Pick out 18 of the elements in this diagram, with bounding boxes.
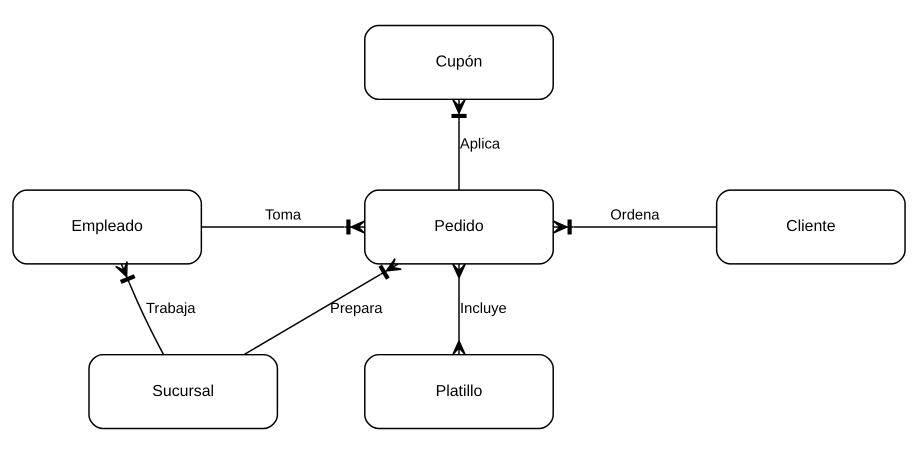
node-box: Empleado	[12, 189, 202, 265]
edge-label: Incluye	[460, 301, 507, 318]
edge-label: Toma	[265, 208, 302, 224]
edge-label: Trabaja	[146, 301, 196, 318]
node-box: Platillo	[364, 354, 554, 430]
edge-label: Ordena	[610, 208, 660, 224]
connector	[451, 98, 467, 190]
node-box: Sucursal	[88, 354, 278, 430]
edge-label: Prepara	[330, 301, 383, 318]
connector	[115, 260, 164, 355]
node-box: Cupón	[364, 24, 554, 100]
connector	[201, 219, 366, 235]
connector	[244, 258, 402, 356]
node-box: Cliente	[716, 189, 906, 265]
node-box: Pedido	[364, 189, 554, 265]
connector	[452, 263, 466, 356]
connector	[552, 219, 717, 235]
edge-label: Aplica	[460, 136, 500, 153]
